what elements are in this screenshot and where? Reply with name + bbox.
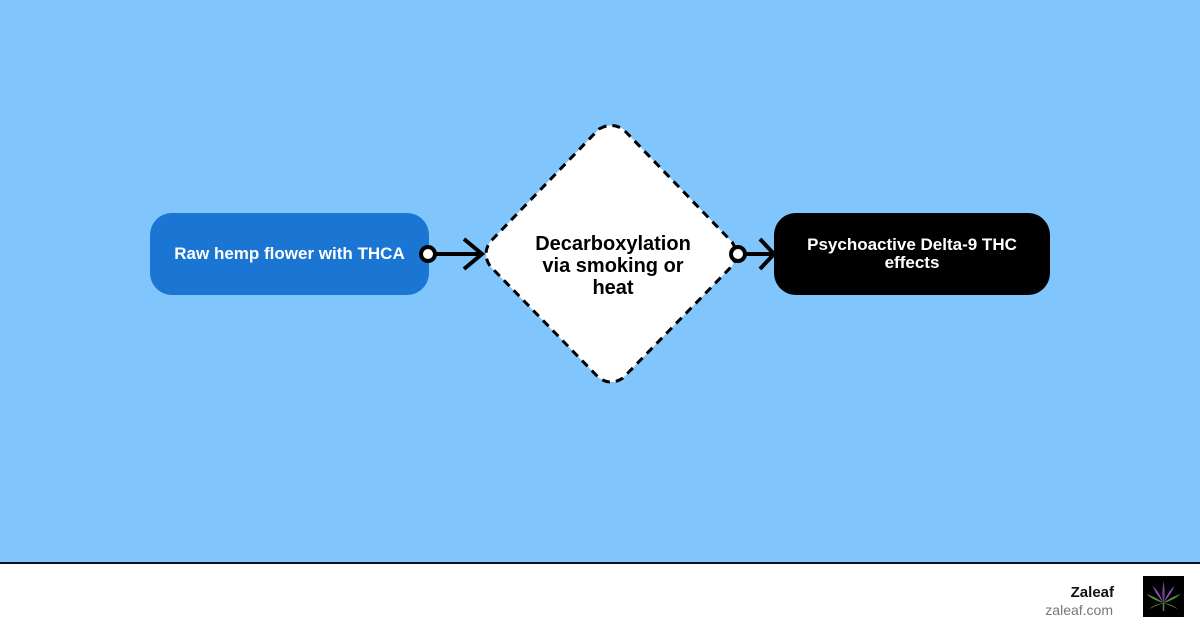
brand-url[interactable]: zaleaf.com	[1045, 602, 1113, 618]
edge-process-to-end	[729, 237, 777, 271]
edge-start-to-process	[419, 237, 486, 271]
cannabis-leaf-icon[interactable]	[1143, 576, 1184, 617]
node-delta9-thc-effects-label: Psychoactive Delta-9 THC effects	[807, 235, 1017, 272]
diagram-canvas: Raw hemp flower with THCA Decarboxylatio…	[0, 0, 1200, 562]
node-raw-hemp-flower-label: Raw hemp flower with THCA	[174, 244, 405, 263]
node-raw-hemp-flower: Raw hemp flower with THCA	[150, 213, 429, 295]
node-delta9-thc-effects: Psychoactive Delta-9 THC effects	[774, 213, 1050, 295]
footer: Zaleaf zaleaf.com	[0, 562, 1200, 630]
node-decarboxylation-diamond	[484, 124, 738, 384]
brand-name: Zaleaf	[1070, 584, 1114, 601]
node-decarboxylation-label: Decarboxylation via smoking or heat	[535, 233, 691, 299]
